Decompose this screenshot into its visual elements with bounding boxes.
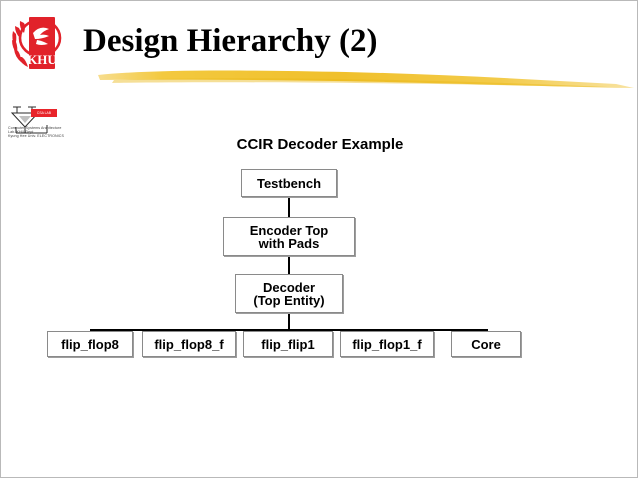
crest-bird-mark — [33, 27, 49, 45]
khu-crest-text: KHU — [27, 52, 57, 67]
khu-crest-logo: KHU — [9, 13, 71, 75]
edge-encoder-decoder — [288, 256, 290, 274]
lab-caption-line-3: Kyung Hee Univ. ELECTRONICS — [8, 134, 64, 138]
lab-badge — [31, 109, 57, 117]
lab-badge-label: CSA LAB — [36, 111, 52, 115]
title-brush-underline — [96, 67, 636, 93]
edge-testbench-encoder — [288, 197, 290, 217]
diagram-heading: CCIR Decoder Example — [236, 136, 404, 153]
node-flip-flop8-f[interactable]: flip_flop8_f — [142, 331, 236, 357]
node-flip-flop1-f[interactable]: flip_flop1_f — [340, 331, 434, 357]
node-encoder-top[interactable]: Encoder Top with Pads — [223, 217, 355, 256]
page-title: Design Hierarchy (2) — [83, 23, 378, 59]
hierarchy-diagram: Testbench Encoder Top with Pads Decoder … — [1, 161, 637, 381]
node-core[interactable]: Core — [451, 331, 521, 357]
node-testbench[interactable]: Testbench — [241, 169, 337, 197]
lab-caption-line-2: Lab. KHU Dept. — [8, 130, 35, 134]
node-flip-flop8[interactable]: flip_flop8 — [47, 331, 133, 357]
edge-decoder-bus — [288, 313, 290, 331]
node-decoder[interactable]: Decoder (Top Entity) — [235, 274, 343, 313]
lab-caption-line-1: Computer Systems Architecture — [8, 126, 62, 130]
node-flip-flip1[interactable]: flip_flip1 — [243, 331, 333, 357]
